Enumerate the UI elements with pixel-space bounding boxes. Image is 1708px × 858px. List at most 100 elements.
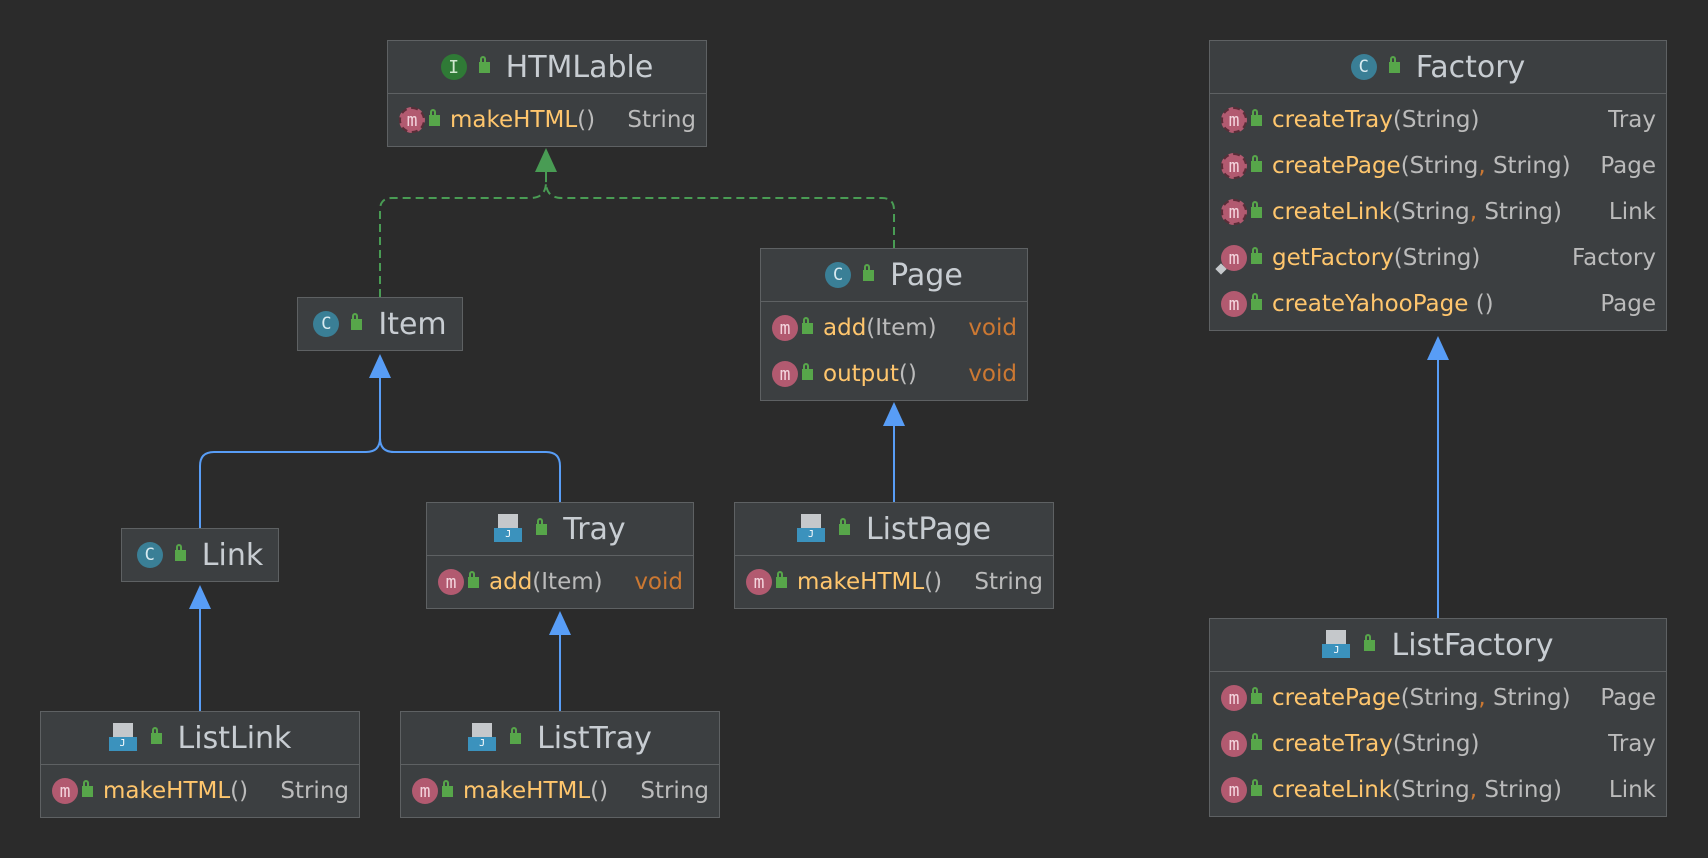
public-lock-icon	[1251, 686, 1262, 704]
method-row[interactable]: m createYahooPage () Page	[1210, 281, 1666, 327]
method-name: createTray	[1272, 107, 1393, 133]
return-type: void	[634, 569, 683, 595]
abstract-method-icon: m	[1221, 153, 1247, 179]
java-class-icon: J	[494, 514, 524, 544]
method-row[interactable]: m createPage(String, String) Page	[1210, 143, 1666, 189]
public-lock-icon	[150, 726, 162, 744]
abstract-method-icon: m	[399, 107, 425, 133]
public-lock-icon	[468, 570, 479, 588]
method-name: createYahooPage	[1272, 291, 1469, 317]
method-row[interactable]: m add(Item) void	[761, 305, 1027, 351]
return-type: Link	[1608, 199, 1656, 225]
method-row[interactable]: m output() void	[761, 351, 1027, 397]
edge-tray-extends-item	[379, 378, 561, 502]
method-icon: m	[412, 778, 438, 804]
node-listtray[interactable]: J ListTray m makeHTML() String	[400, 711, 720, 818]
node-factory[interactable]: C Factory m createTray(String) Tray m cr…	[1209, 40, 1667, 331]
method-name: createLink	[1272, 777, 1393, 803]
method-icon: m	[1221, 685, 1247, 711]
method-name: add	[823, 315, 867, 341]
method-params: (String)	[1393, 245, 1481, 271]
node-page[interactable]: C Page m add(Item) void m output() void	[760, 248, 1028, 401]
node-listfactory[interactable]: J ListFactory m createPage(String, Strin…	[1209, 618, 1667, 817]
method-row[interactable]: m createTray(String) Tray	[1210, 97, 1666, 143]
node-tray[interactable]: J Tray m add(Item) void	[426, 502, 694, 609]
public-lock-icon	[1251, 732, 1262, 750]
edge-page-implements-htmlable	[545, 172, 895, 248]
method-name: makeHTML	[450, 107, 578, 133]
return-type: Link	[1608, 777, 1656, 803]
method-row[interactable]: m makeHTML() String	[735, 559, 1053, 605]
java-class-icon: J	[468, 723, 498, 753]
method-name: createLink	[1272, 199, 1393, 225]
method-icon: m	[772, 361, 798, 387]
method-icon: m	[52, 778, 78, 804]
abstract-class-icon: C	[825, 262, 852, 288]
return-type: void	[968, 315, 1017, 341]
method-name: createPage	[1272, 685, 1401, 711]
edge-item-implements-htmlable	[379, 172, 547, 297]
method-params: ()	[1468, 291, 1494, 317]
node-title: HTMLable	[505, 49, 654, 85]
node-listpage[interactable]: J ListPage m makeHTML() String	[734, 502, 1054, 609]
public-lock-icon	[802, 316, 813, 334]
method-icon: m	[746, 569, 772, 595]
public-lock-icon	[1251, 108, 1262, 126]
method-params: (Item)	[532, 569, 603, 595]
node-item[interactable]: C Item	[297, 297, 463, 351]
method-icon: m	[772, 315, 798, 341]
implements-arrowhead	[535, 148, 557, 172]
node-htmlable[interactable]: I HTMLable m makeHTML() String	[387, 40, 707, 147]
public-lock-icon	[1251, 246, 1262, 264]
method-row[interactable]: m createPage(String, String) Page	[1210, 675, 1666, 721]
public-lock-icon	[82, 779, 93, 797]
public-lock-icon	[478, 55, 490, 73]
return-type: String	[640, 778, 709, 804]
method-params: ()	[898, 361, 917, 387]
item-arrowhead	[369, 354, 391, 378]
node-title: ListPage	[865, 511, 992, 547]
java-class-icon: J	[796, 514, 827, 544]
method-params: ()	[590, 778, 609, 804]
method-row[interactable]: m createLink(String, String) Link	[1210, 767, 1666, 813]
method-params: ()	[924, 569, 943, 595]
node-title: Link	[201, 537, 264, 573]
method-params: ()	[577, 107, 596, 133]
method-row[interactable]: m getFactory(String) Factory	[1210, 235, 1666, 281]
method-row[interactable]: m makeHTML() String	[41, 768, 359, 814]
method-name: output	[823, 361, 899, 387]
method-row[interactable]: m makeHTML() String	[388, 97, 706, 143]
method-icon: m	[1221, 291, 1247, 317]
method-name: add	[489, 569, 533, 595]
method-name: makeHTML	[463, 778, 591, 804]
method-params: ()	[230, 778, 249, 804]
method-name: getFactory	[1272, 245, 1394, 271]
return-type: Page	[1600, 291, 1656, 317]
return-type: Page	[1600, 685, 1656, 711]
method-name: makeHTML	[797, 569, 925, 595]
return-type: Tray	[1608, 107, 1656, 133]
public-lock-icon	[863, 263, 875, 281]
method-row[interactable]: m add(Item) void	[427, 559, 693, 605]
java-class-icon: J	[1322, 630, 1352, 660]
method-icon: m	[438, 569, 464, 595]
method-icon: m	[1221, 731, 1247, 757]
method-row[interactable]: m createTray(String) Tray	[1210, 721, 1666, 767]
return-type: String	[280, 778, 349, 804]
node-link[interactable]: C Link	[121, 528, 279, 582]
method-row[interactable]: m makeHTML() String	[401, 768, 719, 814]
method-row[interactable]: m createLink(String, String) Link	[1210, 189, 1666, 235]
public-lock-icon	[510, 726, 522, 744]
abstract-class-icon: C	[313, 311, 340, 337]
node-listlink[interactable]: J ListLink m makeHTML() String	[40, 711, 360, 818]
method-params: (String, String)	[1392, 199, 1562, 225]
method-params: (String, String)	[1392, 777, 1562, 803]
method-params: (String, String)	[1400, 153, 1571, 179]
node-title: Page	[890, 257, 963, 293]
method-icon: m	[1221, 777, 1247, 803]
node-title: ListLink	[177, 720, 292, 756]
method-params: (String)	[1392, 107, 1480, 133]
return-type: String	[974, 569, 1043, 595]
method-name: makeHTML	[103, 778, 231, 804]
